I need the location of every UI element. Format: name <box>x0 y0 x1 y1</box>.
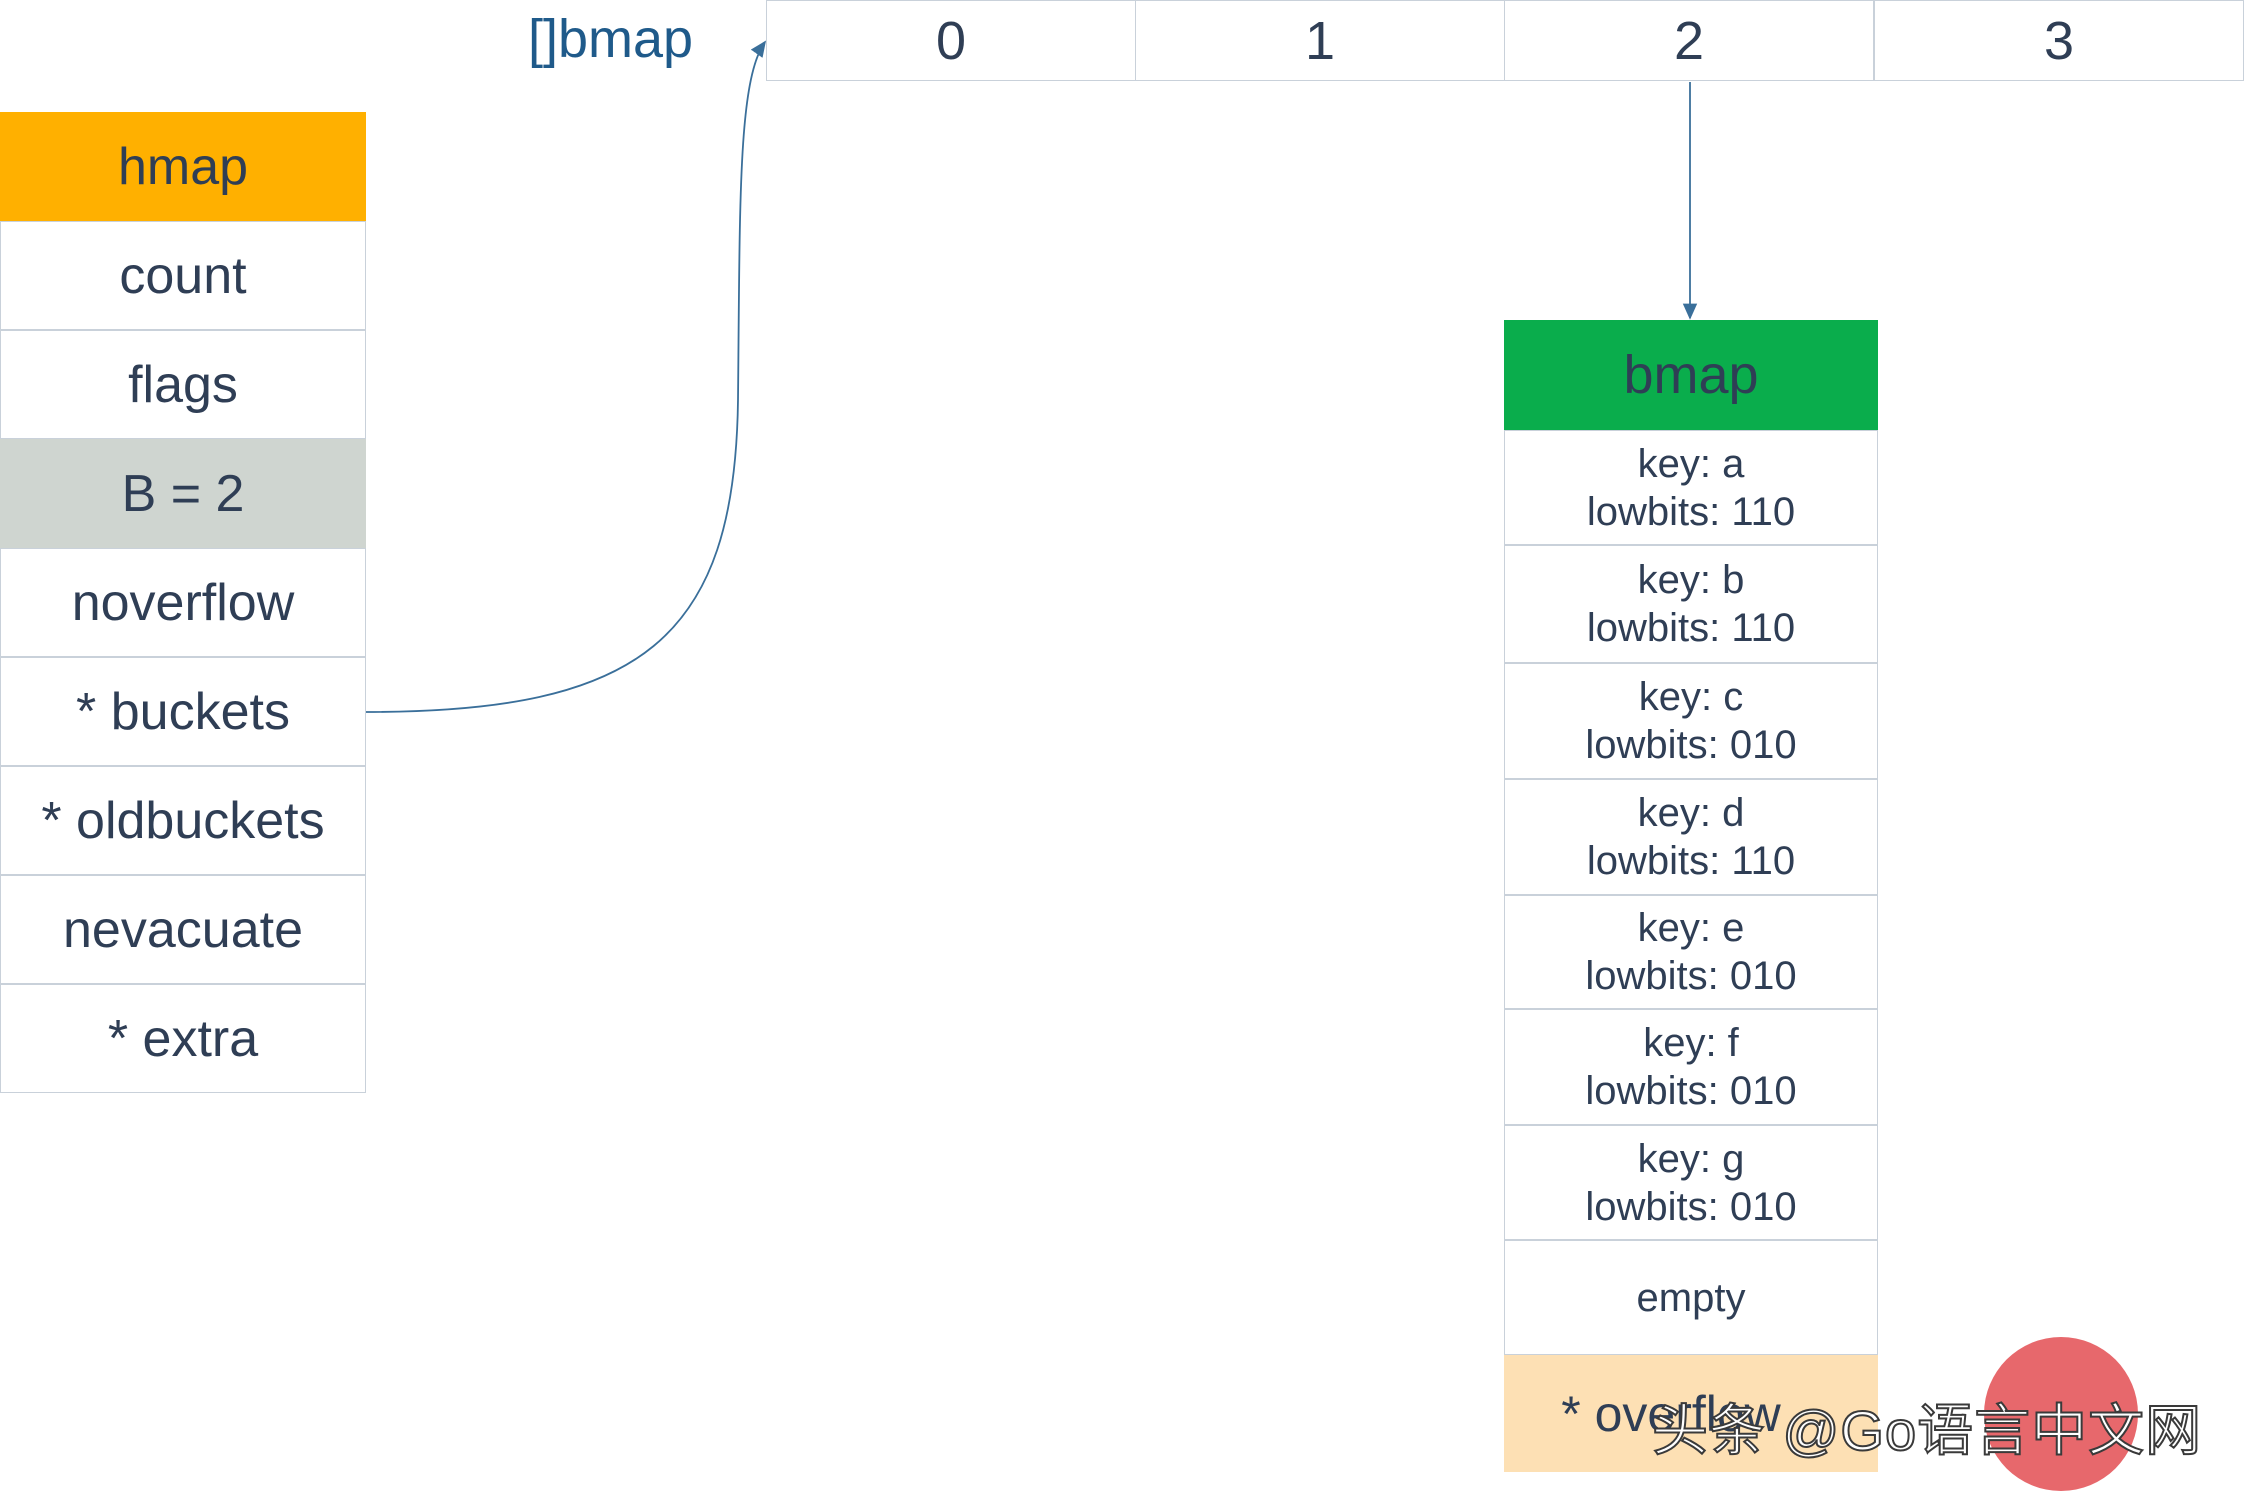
bmap-slot-d: key: d lowbits: 110 <box>1504 779 1878 895</box>
slot-key: key: e <box>1637 906 1745 950</box>
bucket-index-1: 1 <box>1135 0 1505 81</box>
buckets-array-label: []bmap <box>528 9 694 69</box>
hmap-field-count: count <box>0 221 366 330</box>
slot-lowbits: lowbits: 010 <box>1585 723 1797 767</box>
bmap-header: bmap <box>1504 320 1878 430</box>
slot-lowbits: lowbits: 010 <box>1585 1069 1797 1113</box>
bmap-slot-a: key: a lowbits: 110 <box>1504 430 1878 545</box>
slot-lowbits: lowbits: 010 <box>1585 954 1797 998</box>
hmap-field-noverflow: noverflow <box>0 548 366 657</box>
slot-lowbits: lowbits: 110 <box>1586 606 1796 650</box>
slot-lowbits: lowbits: 110 <box>1586 489 1796 534</box>
bmap-slot-b: key: b lowbits: 110 <box>1504 545 1878 663</box>
bmap-slot-e: key: e lowbits: 010 <box>1504 895 1878 1009</box>
bmap-overflow-pointer: * overflow <box>1504 1355 1878 1472</box>
hmap-field-nevacuate: nevacuate <box>0 875 366 984</box>
buckets-pointer-arrow <box>365 40 767 713</box>
slot-lowbits: lowbits: 110 <box>1586 839 1796 883</box>
hmap-field-b: B = 2 <box>0 439 366 548</box>
slot-key: key: b <box>1637 558 1745 602</box>
bmap-slot-empty: empty <box>1504 1240 1878 1355</box>
slot-key: key: c <box>1638 675 1744 719</box>
bucket-index-0: 0 <box>766 0 1136 81</box>
hmap-field-flags: flags <box>0 330 366 439</box>
slot-lowbits: lowbits: 010 <box>1585 1184 1797 1229</box>
bmap-slot-c: key: c lowbits: 010 <box>1504 663 1878 779</box>
slot-key: key: a <box>1637 441 1745 486</box>
slot-key: key: d <box>1637 791 1745 835</box>
hmap-header: hmap <box>0 112 366 221</box>
bmap-slot-g: key: g lowbits: 010 <box>1504 1125 1878 1240</box>
hmap-field-oldbuckets: * oldbuckets <box>0 766 366 875</box>
watermark-logo-circle <box>1984 1337 2138 1491</box>
hmap-field-buckets: * buckets <box>0 657 366 766</box>
slot-key: key: f <box>1643 1021 1739 1065</box>
slot-key: key: g <box>1637 1136 1745 1181</box>
bucket-index-2: 2 <box>1504 0 1874 81</box>
bucket-index-3: 3 <box>1874 0 2244 81</box>
bmap-slot-f: key: f lowbits: 010 <box>1504 1009 1878 1125</box>
hmap-field-extra: * extra <box>0 984 366 1093</box>
watermark-text: 头条 @Go语言中文网 <box>1651 1398 2203 1463</box>
